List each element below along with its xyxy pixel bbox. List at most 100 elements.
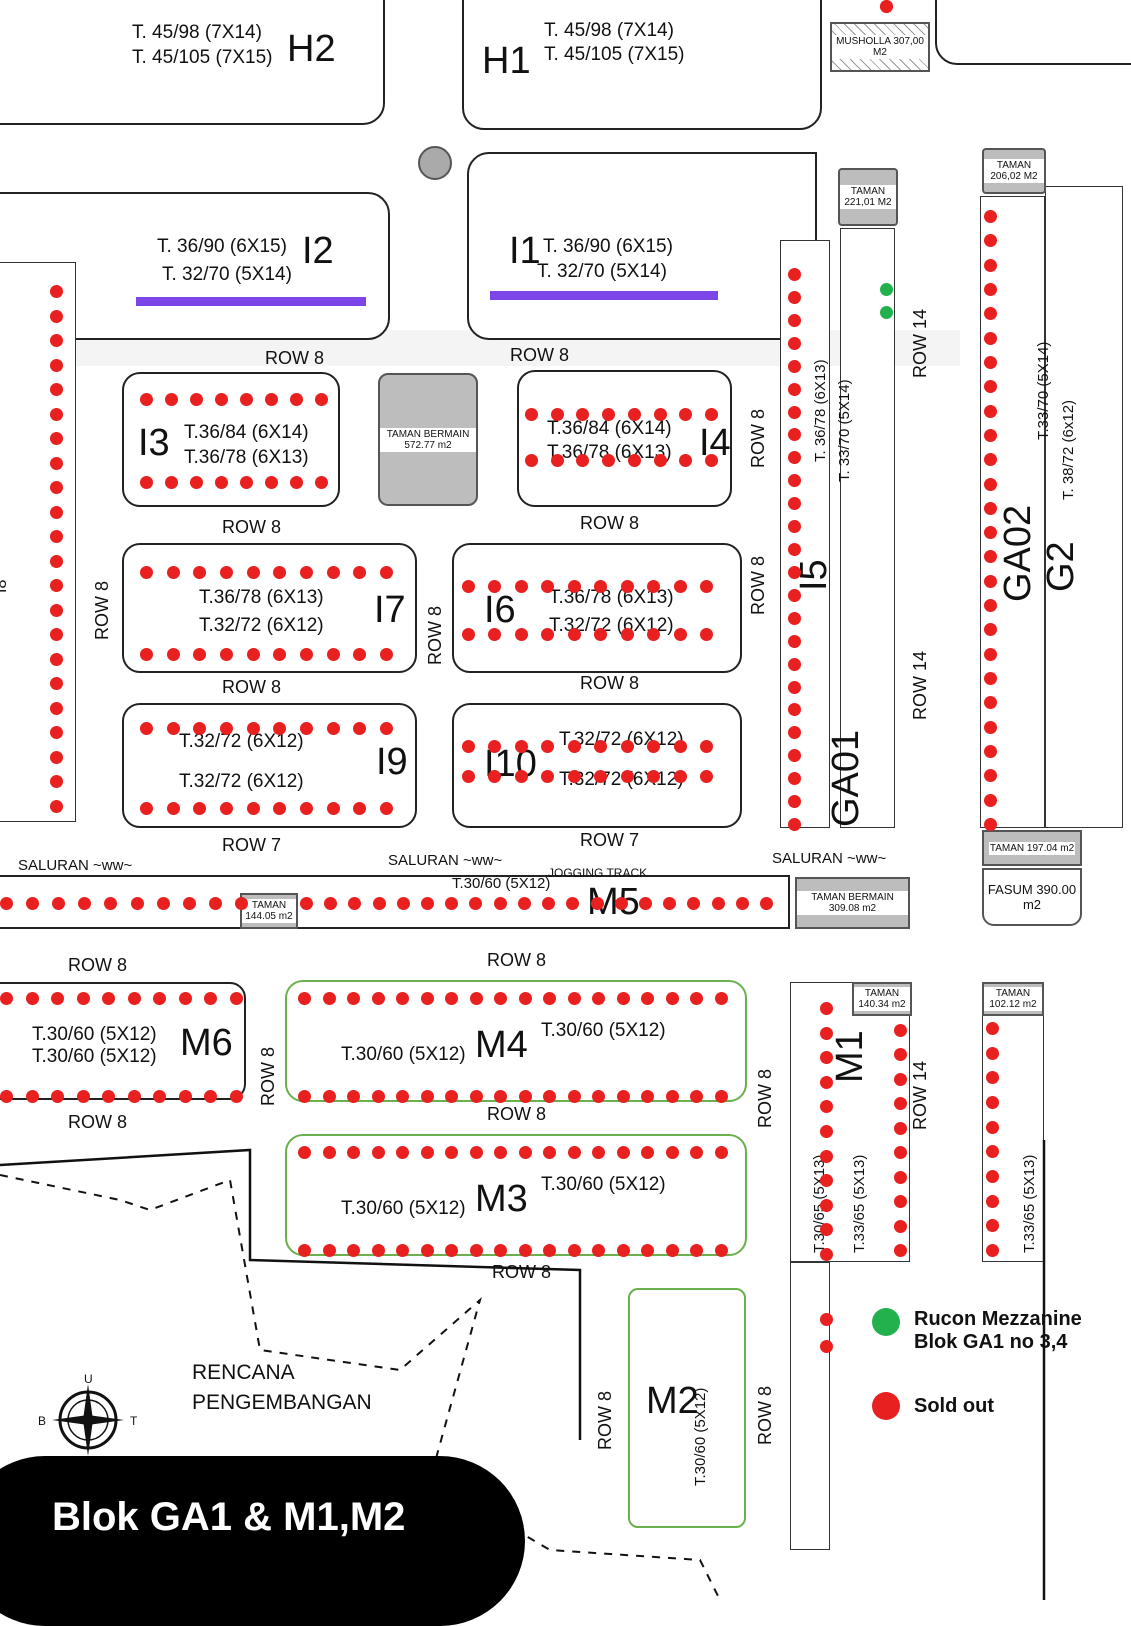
sold-out-marker [0, 1090, 13, 1103]
sold-out-marker [880, 0, 893, 13]
mezzanine-marker [880, 306, 893, 319]
sold-out-marker [984, 355, 997, 369]
block-i6-label: I6 [484, 589, 516, 631]
saluran-label: SALURAN ~ww~ [772, 850, 887, 867]
road-label-row8-vertical: ROW 8 [258, 1046, 278, 1106]
sold-out-marker [788, 359, 801, 373]
sold-out-marker [894, 1097, 907, 1111]
sold-out-marker [246, 566, 260, 579]
sold-out-marker [576, 454, 590, 467]
sold-out-marker [984, 307, 997, 321]
sold-out-marker [371, 1244, 385, 1257]
block-i9-label: I9 [376, 741, 408, 783]
sold-out-marker [820, 1313, 833, 1326]
sold-out-marker [140, 648, 153, 661]
sold-out-marker [700, 740, 713, 753]
sold-out-marker [627, 454, 641, 467]
sold-out-marker [347, 992, 361, 1005]
sold-out-marker [665, 1090, 679, 1103]
sold-out-marker [567, 770, 581, 783]
sold-out-marker [665, 1146, 679, 1159]
sold-out-marker [76, 992, 90, 1005]
roundabout [418, 146, 452, 180]
sold-out-marker [462, 770, 475, 783]
sold-out-marker [788, 290, 801, 304]
sold-out-marker [326, 722, 340, 735]
sold-out-marker [567, 992, 581, 1005]
sold-out-marker [700, 628, 713, 641]
sold-out-marker [380, 722, 393, 735]
sold-out-marker [462, 740, 475, 753]
sold-out-marker [592, 992, 606, 1005]
sold-out-marker [894, 1024, 907, 1037]
sold-out-marker [193, 566, 207, 579]
sold-out-marker [525, 408, 538, 421]
sold-out-marker [567, 1146, 581, 1159]
sold-out-marker [380, 648, 393, 661]
sold-out-marker [326, 802, 340, 815]
sold-out-marker [614, 897, 628, 910]
sold-out-marker [50, 530, 63, 544]
sold-out-marker [541, 770, 555, 783]
sold-out-marker [322, 1090, 336, 1103]
title-badge [0, 1456, 525, 1626]
sold-out-marker [396, 897, 410, 910]
sold-out-marker [469, 992, 483, 1005]
sold-out-marker [50, 652, 63, 666]
sold-out-marker [153, 992, 167, 1005]
sold-out-marker [178, 1090, 192, 1103]
sold-out-marker [894, 1219, 907, 1233]
sold-out-marker [541, 740, 555, 753]
sold-out-marker [514, 580, 528, 593]
sold-out-marker [371, 992, 385, 1005]
saluran-label: SALURAN ~ww~ [388, 852, 503, 869]
sold-out-marker [984, 769, 997, 783]
sold-out-marker [984, 404, 997, 418]
sold-out-marker [986, 1244, 999, 1257]
sold-out-marker [984, 745, 997, 759]
sold-out-marker [273, 802, 287, 815]
sold-out-marker [986, 1170, 999, 1183]
sold-out-marker [984, 599, 997, 613]
sold-out-marker [788, 474, 801, 488]
sold-out-marker [788, 634, 801, 648]
block-i1: I1 T. 36/90 (6X15) T. 32/70 (5X14) [467, 152, 817, 340]
highlight-bar-i1 [490, 291, 718, 300]
block-h2: T. 45/98 (7X14) T. 45/105 (7X15) H2 [0, 0, 385, 125]
sold-out-marker [641, 1146, 655, 1159]
sold-out-marker [679, 408, 693, 421]
sold-out-marker [690, 1244, 704, 1257]
sold-out-marker [820, 1248, 833, 1261]
sold-out-marker [324, 897, 338, 910]
sold-out-marker [50, 309, 63, 323]
sold-out-marker [590, 897, 604, 910]
sold-out-marker [273, 648, 287, 661]
page-title: Blok GA1 & M1,M2 [52, 1495, 406, 1539]
saluran-label: SALURAN ~ww~ [18, 857, 133, 874]
sold-out-marker [592, 1244, 606, 1257]
sold-out-marker [0, 992, 13, 1005]
sold-out-marker [182, 897, 196, 910]
sold-out-marker [50, 334, 63, 348]
sold-out-marker [594, 740, 608, 753]
sold-out-marker [193, 802, 207, 815]
sold-out-marker [984, 258, 997, 272]
road-label-row8: ROW 8 [222, 677, 282, 697]
sold-out-marker [273, 722, 287, 735]
sold-out-marker [620, 628, 634, 641]
sold-out-marker [984, 793, 997, 807]
sold-out-marker [220, 566, 233, 579]
sold-out-marker [514, 628, 528, 641]
sold-out-marker [445, 897, 459, 910]
sold-out-marker [265, 393, 278, 406]
sold-out-marker [653, 454, 667, 467]
sold-out-marker [820, 1075, 833, 1089]
sold-out-marker [690, 1090, 704, 1103]
sold-out-marker [265, 476, 278, 489]
legend-mezzanine: Rucon Mezzanine Blok GA1 no 3,4 [872, 1308, 1082, 1354]
sold-out-marker [204, 1090, 218, 1103]
sold-out-marker [220, 722, 233, 735]
taman-206: TAMAN 206,02 M2 [982, 148, 1046, 194]
sold-out-marker [371, 1090, 385, 1103]
sold-out-marker [469, 1090, 483, 1103]
